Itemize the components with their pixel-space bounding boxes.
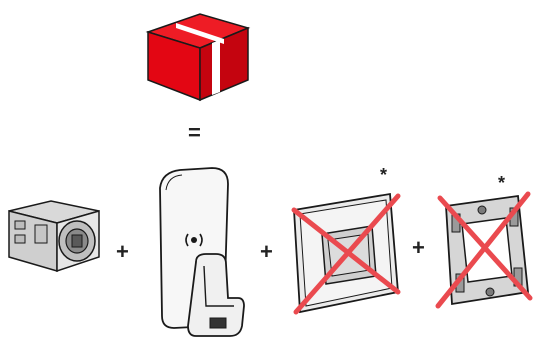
package-box-icon [145, 13, 251, 102]
asterisk-mark: * [498, 173, 506, 193]
wireless-charger-stand-icon [150, 166, 246, 338]
mounting-support-frame-icon [430, 188, 534, 310]
plus-sign: + [116, 239, 129, 264]
equals-sign: = [188, 120, 201, 145]
socket-outlet-module-icon [5, 193, 103, 275]
plus-sign: + [412, 235, 425, 260]
asterisk-mark: * [380, 165, 388, 185]
plus-sign: + [260, 239, 273, 264]
cover-plate-icon [286, 188, 402, 316]
